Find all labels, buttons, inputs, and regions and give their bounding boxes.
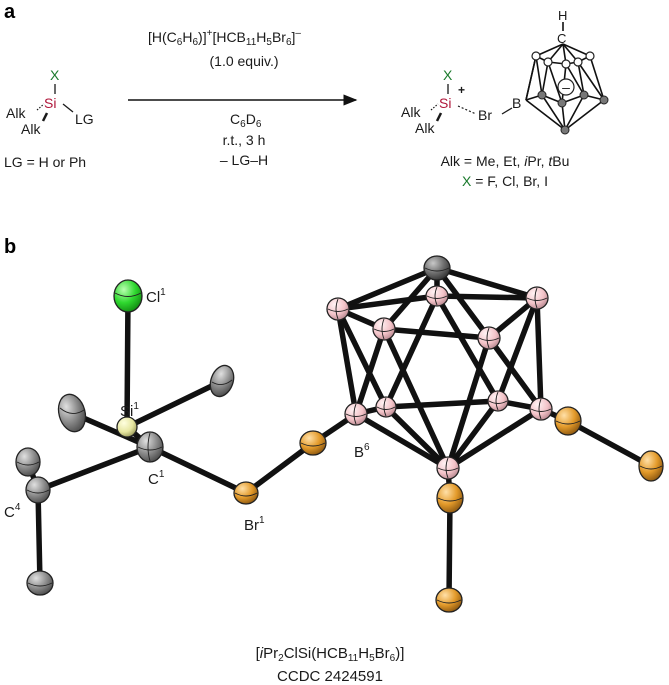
atom-carbon	[57, 393, 87, 433]
ccdc-number: CCDC 2424591	[277, 668, 383, 685]
carborane-cage-drawing: H C –	[525, 8, 609, 135]
atom-c4	[25, 476, 51, 504]
cage-vertex-filled	[557, 98, 567, 108]
reactant-structure: X Si Alk Alk LG	[6, 67, 94, 137]
atom-boron	[436, 456, 460, 480]
cage-vertex-open	[543, 57, 553, 67]
atom-carbon	[209, 364, 235, 398]
label-cl1: Cl1	[146, 287, 166, 306]
crystal-atoms	[15, 255, 664, 613]
product-br-b-bond	[501, 107, 513, 115]
atom-cage-carbon	[423, 255, 451, 281]
panel-b-label: b	[4, 236, 16, 258]
product-structure: X Si + Alk Alk Br B	[401, 67, 521, 136]
atom-si1	[116, 416, 138, 438]
lg-definition: LG = H or Ph	[4, 154, 86, 170]
reactant-alk-bottom: Alk	[21, 121, 41, 137]
product-charge: +	[458, 83, 465, 97]
reactant-si-lg-bond	[62, 103, 74, 113]
product-x-label: X	[443, 67, 453, 83]
product-alk-bottom: Alk	[415, 120, 435, 136]
atom-cl1	[113, 279, 143, 313]
atom-b6	[344, 402, 368, 426]
atom-boron	[375, 396, 397, 418]
cage-vertex-filled	[560, 125, 570, 135]
alk-definition: Alk = Me, Et, iPr, tBu	[441, 153, 570, 169]
label-c1: C1	[148, 469, 165, 488]
product-wedge-bond	[435, 112, 443, 122]
cage-vertex-open	[561, 59, 571, 69]
product-si-br-dashed	[457, 105, 477, 115]
cage-charge-label: –	[562, 79, 570, 95]
reactant-si-label: Si	[44, 95, 56, 111]
product-b-label: B	[512, 95, 521, 111]
atom-boron	[529, 397, 553, 421]
atom-carbon	[15, 447, 41, 477]
cage-vertex-filled	[537, 90, 547, 100]
label-br1: Br1	[244, 515, 265, 534]
cage-vertex-filled	[579, 90, 589, 100]
atom-bromine	[435, 587, 463, 613]
atom-carbon	[26, 570, 54, 596]
reactant-alk-top: Alk	[6, 105, 26, 121]
x-definition: X = F, Cl, Br, I	[462, 173, 548, 189]
atom-bromine	[638, 450, 664, 482]
product-alk-top: Alk	[401, 104, 421, 120]
atom-boron	[487, 390, 509, 412]
reagent-line1: [H(C6H6)]+[HCB11H5Br6]–	[148, 28, 301, 48]
panel-a-label: a	[4, 1, 16, 23]
cage-c-label: C	[557, 31, 566, 46]
atom-bromine	[299, 430, 327, 456]
cage-vertex-filled	[599, 95, 609, 105]
atom-boron	[372, 317, 396, 341]
atom-boron	[425, 285, 449, 307]
cage-vertex-open	[573, 57, 583, 67]
conditions-label: r.t., 3 h	[223, 132, 266, 148]
product-si-label: Si	[439, 95, 451, 111]
cage-h-label: H	[558, 8, 567, 23]
label-c4: C4	[4, 502, 21, 521]
atom-bromine	[436, 482, 464, 514]
atom-boron	[525, 286, 549, 310]
cage-charge-circle	[557, 78, 575, 96]
cage-vertex-open	[531, 51, 541, 61]
reagent-line2: (1.0 equiv.)	[210, 53, 279, 69]
product-hashed-bond	[430, 103, 439, 111]
reactant-x-label: X	[50, 67, 60, 83]
atom-bromine	[554, 406, 582, 436]
product-br-label: Br	[478, 107, 492, 123]
atom-boron	[326, 297, 350, 321]
atom-boron	[477, 326, 501, 350]
compound-formula: [iPr2ClSi(HCB11H5Br6)]	[256, 645, 405, 664]
reactant-lg-label: LG	[75, 111, 94, 127]
solvent-label: C6D6	[230, 111, 262, 130]
label-si1: Si1	[120, 401, 139, 420]
label-b6: B6	[354, 442, 370, 461]
byproduct-label: – LG–H	[220, 152, 268, 168]
cage-vertex-open	[585, 51, 595, 61]
reactant-wedge-bond	[41, 112, 49, 122]
reactant-hashed-bond	[36, 103, 45, 111]
atom-br1	[233, 481, 259, 505]
atom-c1	[136, 431, 164, 463]
